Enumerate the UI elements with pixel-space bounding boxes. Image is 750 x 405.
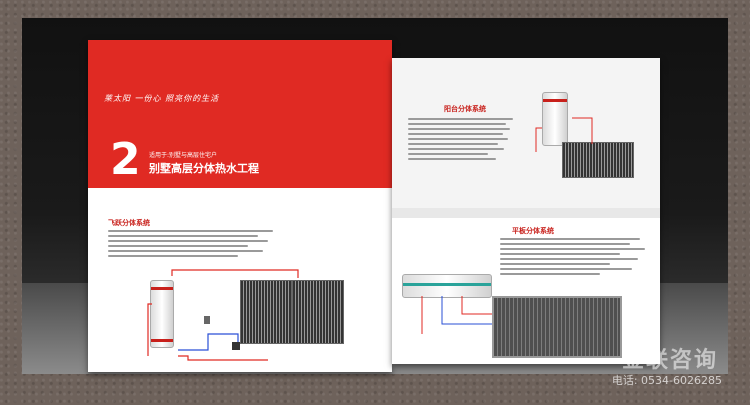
section-description [108, 230, 278, 260]
section-subtitle: 适用于:别墅与高层住宅户 [149, 152, 218, 159]
balcony-description [408, 118, 518, 163]
flat-plate-pipes [421, 296, 492, 334]
section-heading: 别墅高层分体热水工程 [149, 162, 259, 175]
flat-water-tank [402, 274, 492, 298]
flat-plate-description [500, 238, 650, 278]
watermark-phone: 电话: 0534-6026285 [611, 374, 722, 387]
flat-plate-collector [492, 296, 622, 358]
balcony-water-tank [542, 92, 568, 146]
section-number: 2 [110, 134, 141, 185]
balcony-pipes [535, 117, 593, 152]
section-title-feiyue: 飞跃分体系统 [108, 219, 150, 227]
slogan: 莱太阳 一份心 照亮你的生活 [104, 94, 220, 103]
solar-collector-panel-1 [240, 280, 292, 344]
brochure-stage: 莱太阳 一份心 照亮你的生活 飞跃分体系统 2 适用于:别墅与高层住宅户 别墅高… [22, 18, 728, 374]
right-page: 阳台分体系统 平板分体系统 [392, 58, 660, 364]
solar-collector-panel-2 [292, 280, 344, 344]
water-tank [150, 280, 174, 348]
balcony-solar-panel [562, 142, 634, 178]
section-title-flat-plate: 平板分体系统 [512, 227, 554, 235]
watermark-brand: 金联咨询 [621, 348, 718, 373]
right-page-divider [392, 208, 660, 218]
left-page-red-header [88, 40, 392, 188]
pipe-diagram [147, 269, 299, 361]
section-title-balcony: 阳台分体系统 [444, 105, 486, 113]
left-page: 莱太阳 一份心 照亮你的生活 飞跃分体系统 [88, 40, 392, 372]
